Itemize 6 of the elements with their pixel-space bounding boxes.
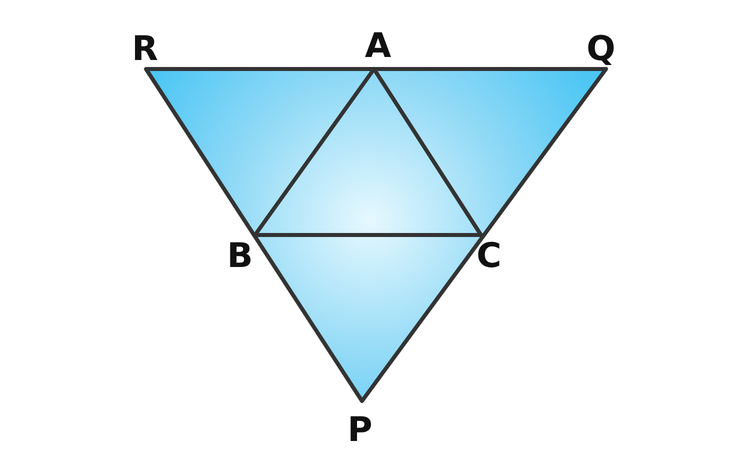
vertex-label: P bbox=[348, 412, 372, 448]
vertex-label: C bbox=[476, 238, 502, 274]
vertex-label: Q bbox=[586, 31, 616, 67]
vertex-label: B bbox=[227, 238, 253, 274]
vertex-label: A bbox=[364, 28, 392, 64]
vertex-label: R bbox=[132, 31, 158, 67]
